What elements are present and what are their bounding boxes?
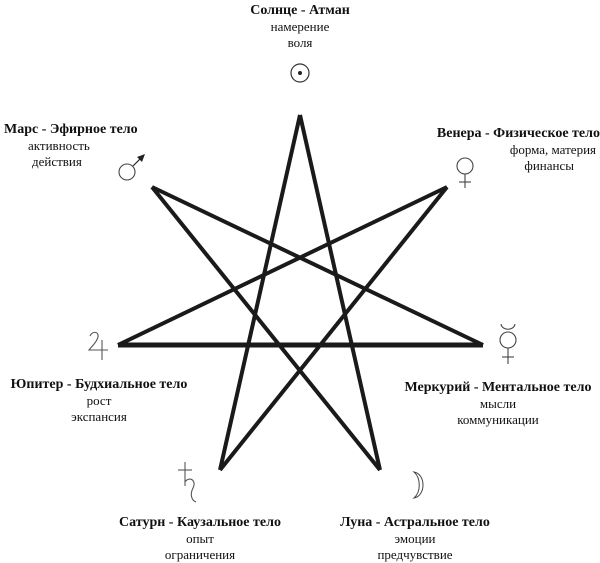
node-line: активность: [28, 138, 90, 153]
star-line: [117, 185, 448, 347]
node-sun-label: Солнце - Атман намерение воля: [230, 3, 370, 51]
node-title: Меркурий - Ментальное тело: [404, 380, 592, 395]
node-line: экспансия: [71, 409, 127, 424]
star-line: [218, 114, 302, 471]
star-line: [151, 185, 484, 347]
mercury-icon: [499, 323, 517, 364]
mars-icon: [118, 154, 145, 181]
node-line: форма, материя: [509, 142, 596, 157]
node-title: Венера - Физическое тело: [436, 126, 600, 141]
jupiter-icon: [87, 331, 108, 360]
node-saturn-label: Сатурн - Каузальное тело опыт ограничени…: [105, 515, 295, 563]
node-line: действия: [32, 154, 82, 169]
node-line: рост: [86, 393, 112, 408]
node-title: Луна - Астральное тело: [340, 515, 490, 530]
node-line: предчувствие: [377, 547, 453, 562]
node-mercury-label: Меркурий - Ментальное тело мысли коммуни…: [398, 380, 598, 428]
star-line: [218, 185, 449, 472]
moon-icon: [412, 471, 424, 499]
node-title: Сатурн - Каузальное тело: [119, 515, 281, 530]
node-line: финансы: [524, 158, 574, 173]
node-jupiter-label: Юпитер - Будхиальное тело рост экспансия: [4, 377, 194, 425]
node-line: опыт: [186, 531, 214, 546]
node-mars-label: Марс - Эфирное тело активность действия: [4, 122, 154, 170]
node-title: Солнце - Атман: [250, 3, 350, 18]
sun-icon: [290, 63, 310, 83]
node-line: воля: [287, 35, 313, 50]
node-line: эмоции: [394, 531, 436, 546]
node-line: коммуникации: [457, 412, 539, 427]
venus-icon: [456, 157, 474, 188]
node-title: Марс - Эфирное тело: [4, 122, 138, 137]
node-venus-label: Венера - Физическое тело форма, материя …: [425, 126, 600, 174]
star-line: [150, 185, 382, 472]
saturn-icon: [178, 462, 197, 503]
node-title: Юпитер - Будхиальное тело: [10, 377, 188, 392]
node-line: мысли: [479, 396, 517, 411]
node-line: намерение: [270, 19, 330, 34]
node-line: ограничения: [164, 547, 236, 562]
node-moon-label: Луна - Астральное тело эмоции предчувств…: [325, 515, 505, 563]
star-line: [298, 114, 382, 471]
